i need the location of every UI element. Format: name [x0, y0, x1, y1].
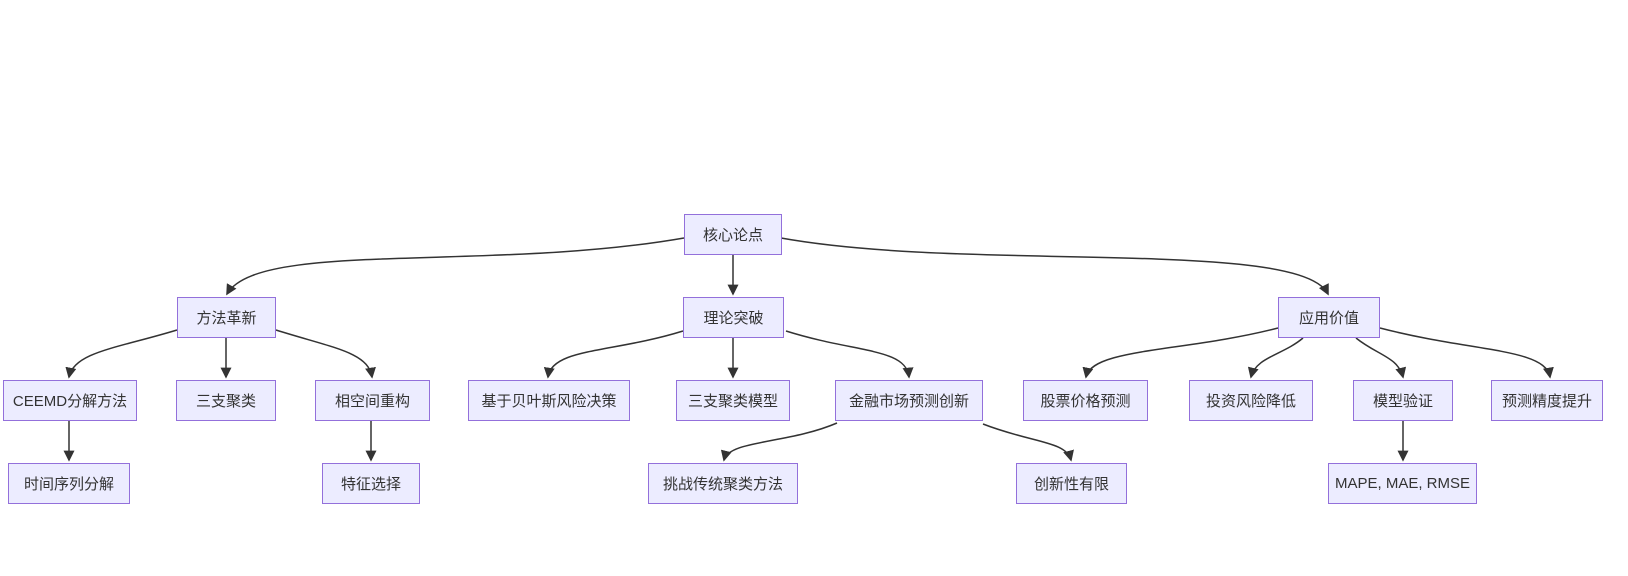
- edge-financial-market-forecast-innovation-to-limited-innovation: [982, 423, 1074, 462]
- edge-application-value-to-stock-price-prediction: [1082, 327, 1279, 379]
- node-ceemd-decomposition: CEEMD分解方法: [3, 380, 137, 421]
- node-application-value: 应用价值: [1278, 297, 1380, 338]
- edge-method-innovation-to-ceemd-decomposition: [65, 329, 178, 379]
- node-feature-selection: 特征选择: [322, 463, 420, 504]
- edge-theoretical-breakthrough-to-bayesian-risk-decision: [543, 330, 684, 379]
- node-method-innovation: 方法革新: [177, 297, 276, 338]
- node-investment-risk-reduction: 投资风险降低: [1189, 380, 1313, 421]
- node-core-thesis: 核心论点: [684, 214, 782, 255]
- node-stock-price-prediction: 股票价格预测: [1023, 380, 1148, 421]
- edge-financial-market-forecast-innovation-to-challenge-traditional-clustering: [720, 422, 838, 462]
- node-three-way-clustering: 三支聚类: [176, 380, 276, 421]
- node-financial-market-forecast-innovation: 金融市场预测创新: [835, 380, 983, 421]
- node-three-way-clustering-model: 三支聚类模型: [676, 380, 790, 421]
- node-time-series-decomposition: 时间序列分解: [8, 463, 130, 504]
- node-limited-innovation: 创新性有限: [1016, 463, 1127, 504]
- edge-method-innovation-to-phase-space-reconstruction: [275, 329, 376, 379]
- edge-core-thesis-to-application-value: [780, 237, 1329, 296]
- edge-application-value-to-forecast-accuracy-improvement: [1379, 327, 1554, 379]
- node-phase-space-reconstruction: 相空间重构: [315, 380, 430, 421]
- node-bayesian-risk-decision: 基于贝叶斯风险决策: [468, 380, 630, 421]
- node-model-validation: 模型验证: [1353, 380, 1453, 421]
- node-theoretical-breakthrough: 理论突破: [683, 297, 784, 338]
- edge-application-value-to-investment-risk-reduction: [1247, 337, 1304, 379]
- edge-core-thesis-to-method-innovation: [226, 237, 685, 296]
- edge-theoretical-breakthrough-to-financial-market-forecast-innovation: [785, 330, 914, 379]
- node-evaluation-metrics: MAPE, MAE, RMSE: [1328, 463, 1477, 504]
- node-challenge-traditional-clustering: 挑战传统聚类方法: [648, 463, 798, 504]
- node-forecast-accuracy-improvement: 预测精度提升: [1491, 380, 1603, 421]
- edge-application-value-to-model-validation: [1355, 337, 1407, 379]
